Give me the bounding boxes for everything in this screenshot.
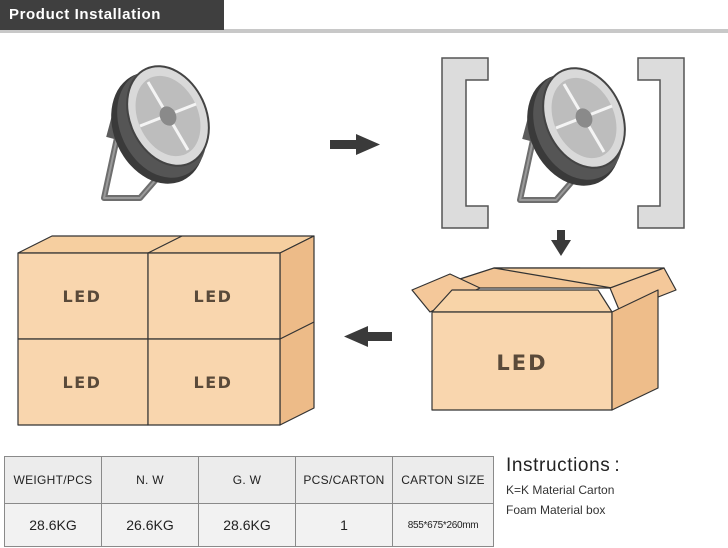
column-header: G. W	[198, 456, 296, 504]
stacked-cartons	[17, 235, 315, 426]
foam-left	[441, 57, 489, 229]
spec-table: WEIGHT/PCS N. W G. W PCS/CARTON CARTON S…	[4, 456, 494, 547]
arrow-right-icon	[330, 134, 380, 155]
column-header: N. W	[101, 456, 199, 504]
table-row: 28.6KG 26.6KG 28.6KG 1 855*675*260mm	[4, 503, 494, 547]
carton-label: LED	[194, 373, 233, 392]
carton-label: LED	[496, 351, 547, 375]
foam-right	[637, 57, 685, 229]
arrow-down-icon	[551, 230, 571, 256]
column-header: PCS/CARTON	[295, 456, 393, 504]
table-cell: 855*675*260mm	[392, 503, 494, 547]
instructions-title: Instructions	[506, 455, 611, 476]
section-title: Product Installation	[9, 6, 162, 23]
instruction-line: K=K Material Carton	[506, 483, 615, 497]
table-cell: 28.6KG	[198, 503, 296, 547]
floodlight-image	[94, 53, 225, 199]
column-header: WEIGHT/PCS	[4, 456, 102, 504]
open-carton	[411, 267, 677, 411]
carton-label: LED	[63, 287, 102, 306]
table-cell: 26.6KG	[101, 503, 199, 547]
instructions-colon: :	[614, 455, 621, 476]
instruction-line: Foam Material box	[506, 503, 606, 517]
section-header: Product Installation	[0, 0, 224, 30]
header-divider	[224, 29, 728, 33]
header-divider-under	[0, 30, 224, 33]
column-header: CARTON SIZE	[392, 456, 494, 504]
floodlight-in-foam-image	[510, 55, 641, 201]
table-cell: 1	[295, 503, 393, 547]
carton-label: LED	[63, 373, 102, 392]
table-header-row: WEIGHT/PCS N. W G. W PCS/CARTON CARTON S…	[4, 456, 494, 504]
carton-label: LED	[194, 287, 233, 306]
arrow-left-icon	[344, 326, 392, 347]
installation-illustration: LED LED LED LED LED	[17, 0, 685, 426]
instructions-heading: Instructions:	[506, 455, 620, 477]
table-cell: 28.6KG	[4, 503, 102, 547]
